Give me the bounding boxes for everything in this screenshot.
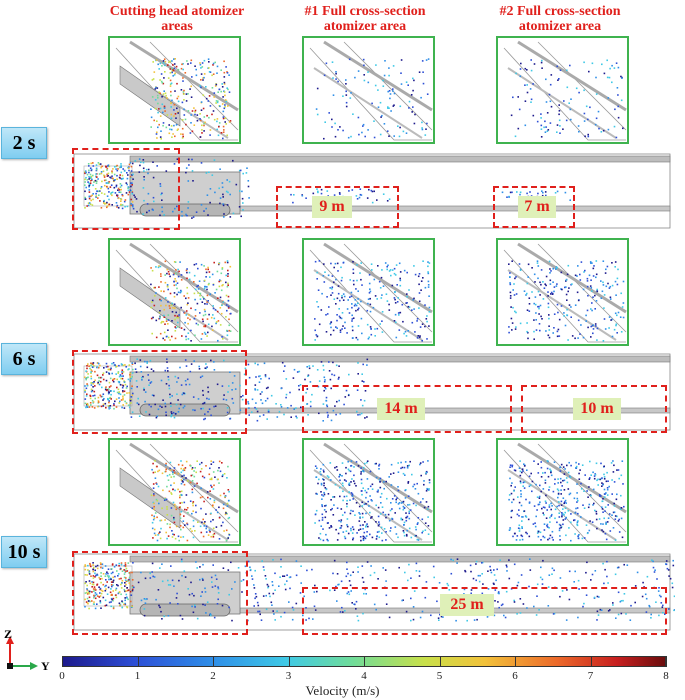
distance-label-2s-2: 7 m bbox=[518, 196, 556, 218]
distance-label-6s-1: 14 m bbox=[377, 398, 425, 420]
inset-2s-cross-1 bbox=[302, 36, 435, 144]
time-badge-6s: 6 s bbox=[1, 343, 47, 375]
colorbar-tick-mark bbox=[213, 656, 214, 667]
colorbar-tick-mark bbox=[590, 656, 592, 667]
colorbar-tick-mark bbox=[62, 656, 63, 667]
inset-6s-cross-1 bbox=[302, 238, 435, 346]
tunnel-2s bbox=[73, 153, 671, 229]
distance-label-6s-2: 10 m bbox=[573, 398, 621, 420]
axis-triad bbox=[6, 636, 38, 670]
colorbar-tick-label: 0 bbox=[59, 670, 65, 682]
colorbar-tick-mark bbox=[515, 656, 516, 667]
tunnel-6s bbox=[73, 353, 671, 431]
colorbar-tick-mark bbox=[288, 656, 290, 667]
header-cross-section-1: #1 Full cross-section atomizer area bbox=[304, 4, 426, 34]
colorbar-tick-label: 8 bbox=[663, 670, 669, 682]
colorbar-tick-mark bbox=[364, 656, 365, 667]
distance-label-10s: 25 m bbox=[440, 594, 494, 616]
colorbar-tick-label: 1 bbox=[134, 670, 141, 682]
inset-10s-cutting-head bbox=[108, 438, 241, 546]
axis-z-label: Z bbox=[4, 627, 13, 641]
colorbar-tick-mark bbox=[137, 656, 139, 667]
range-box-6s-2 bbox=[521, 385, 667, 433]
inset-10s-cross-2 bbox=[496, 438, 629, 546]
colorbar-tick-label: 5 bbox=[436, 670, 443, 682]
time-badge-10s: 10 s bbox=[1, 536, 47, 568]
colorbar-tick-label: 7 bbox=[587, 670, 594, 682]
colorbar-tick-mark bbox=[439, 656, 441, 667]
inset-6s-cross-2 bbox=[496, 238, 629, 346]
inset-2s-cutting-head bbox=[108, 36, 241, 144]
header-cutting-head: Cutting head atomizer areas bbox=[109, 4, 245, 34]
colorbar-title: Velocity (m/s) bbox=[305, 683, 380, 698]
colorbar-tick-label: 3 bbox=[285, 670, 292, 682]
time-badge-2s: 2 s bbox=[1, 127, 47, 159]
header-cross-section-2: #2 Full cross-section atomizer area bbox=[499, 4, 621, 34]
colorbar-tick-mark bbox=[666, 656, 667, 667]
range-box-2s-2 bbox=[493, 186, 575, 228]
range-box-6s-1 bbox=[302, 385, 512, 433]
range-box-2s-1 bbox=[276, 186, 399, 228]
cutting-head-box-6s bbox=[72, 350, 247, 434]
cutting-head-box-10s bbox=[72, 551, 248, 635]
range-box-10s bbox=[302, 587, 667, 635]
colorbar-tick-label: 2 bbox=[210, 670, 216, 682]
colorbar-tick-label: 4 bbox=[361, 670, 367, 682]
inset-2s-cross-2 bbox=[496, 36, 629, 144]
colorbar-tick-label: 6 bbox=[512, 670, 518, 682]
inset-6s-cutting-head bbox=[108, 238, 241, 346]
inset-10s-cross-1 bbox=[302, 438, 435, 546]
distance-label-2s-1: 9 m bbox=[312, 196, 352, 218]
axis-y-label: Y bbox=[41, 659, 50, 673]
cutting-head-box-2s bbox=[72, 148, 180, 230]
